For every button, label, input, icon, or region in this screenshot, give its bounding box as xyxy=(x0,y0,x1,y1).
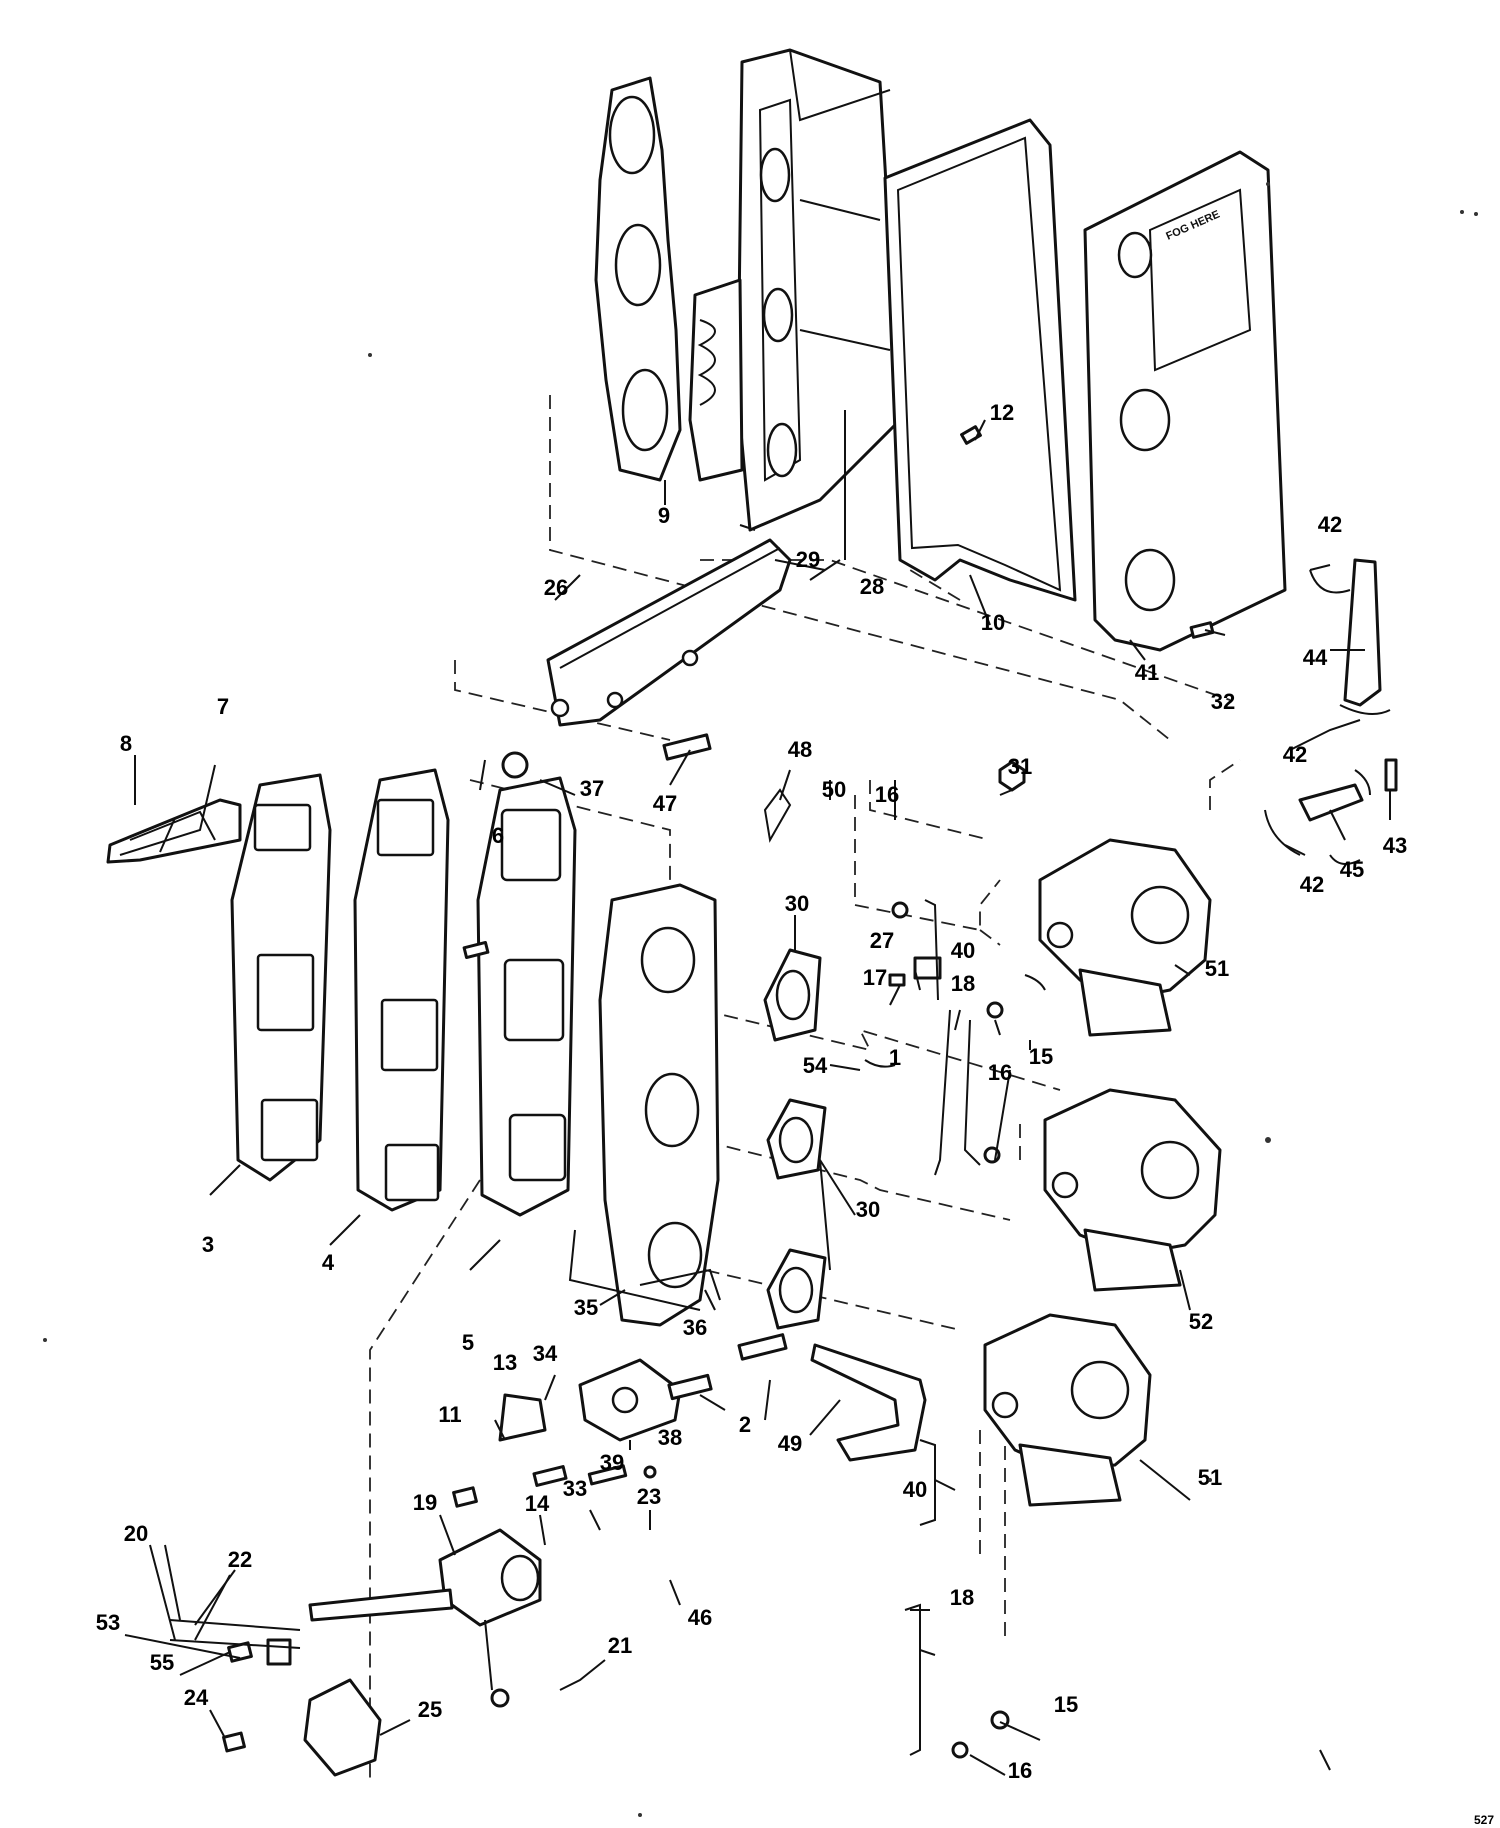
callout-42c: 42 xyxy=(1300,872,1324,897)
flange-gasket-30-top xyxy=(763,948,822,1042)
callout-51b: 51 xyxy=(1198,1465,1222,1490)
callout-48: 48 xyxy=(788,737,812,762)
callout-55: 55 xyxy=(150,1650,174,1675)
callout-9: 9 xyxy=(658,503,670,528)
callout-54: 54 xyxy=(803,1053,828,1078)
callout-15b: 15 xyxy=(1054,1692,1078,1717)
flange-gasket-30-middle xyxy=(766,1098,827,1180)
hose-part-44 xyxy=(1309,558,1391,715)
callout-39: 39 xyxy=(600,1450,624,1475)
carburetor-part-51-top xyxy=(1038,838,1212,1037)
callout-25: 25 xyxy=(418,1697,442,1722)
housing-part-28 xyxy=(688,48,902,532)
callout-11: 11 xyxy=(438,1402,461,1427)
callout-12: 12 xyxy=(990,400,1014,425)
callout-31: 31 xyxy=(1008,754,1032,779)
callout-16b: 16 xyxy=(988,1060,1012,1085)
callout-28: 28 xyxy=(860,574,884,599)
callout-30a: 30 xyxy=(785,891,809,916)
callout-19: 19 xyxy=(413,1490,437,1515)
callout-45: 45 xyxy=(1340,857,1364,882)
callout-32: 32 xyxy=(1211,689,1235,714)
hose-part-49 xyxy=(810,1343,927,1462)
callout-16a: 16 xyxy=(875,782,899,807)
callout-40b: 40 xyxy=(903,1477,927,1502)
callout-14: 14 xyxy=(525,1491,550,1516)
gasket-part-10 xyxy=(883,118,1077,602)
callout-33: 33 xyxy=(563,1476,587,1501)
callout-18a: 18 xyxy=(951,971,975,996)
callout-35: 35 xyxy=(574,1295,598,1320)
callout-4: 4 xyxy=(322,1250,335,1275)
fitting-part-43 xyxy=(1384,758,1398,792)
callout-42b: 42 xyxy=(1283,742,1307,767)
callout-3: 3 xyxy=(202,1232,214,1257)
scan-specks xyxy=(43,182,1478,1817)
reed-block-part-7 xyxy=(106,798,242,864)
callout-37: 37 xyxy=(580,776,604,801)
callout-24: 24 xyxy=(184,1685,209,1710)
cover-part-41: FOG HERE xyxy=(1083,150,1287,652)
callout-21: 21 xyxy=(608,1633,632,1658)
bracket-part-25 xyxy=(303,1678,382,1777)
callout-23: 23 xyxy=(637,1484,661,1509)
callout-2: 2 xyxy=(739,1412,751,1437)
callout-34: 34 xyxy=(533,1341,558,1366)
callout-8: 8 xyxy=(120,731,132,756)
callout-labels: 1 2 3 4 5 6 7 8 9 10 11 12 13 14 15 15 1… xyxy=(96,400,1407,1783)
callout-29: 29 xyxy=(796,547,820,572)
flange-gasket-30-bottom xyxy=(766,1248,827,1330)
leader-lines xyxy=(119,410,1391,1776)
callout-16c: 16 xyxy=(1008,1758,1032,1783)
callout-36: 36 xyxy=(683,1315,707,1340)
callout-41: 41 xyxy=(1135,660,1159,685)
callout-52: 52 xyxy=(1189,1309,1213,1334)
intake-block xyxy=(598,883,721,1327)
callout-1: 1 xyxy=(889,1045,901,1070)
carburetor-part-51-bottom xyxy=(983,1313,1152,1507)
callout-27: 27 xyxy=(870,928,894,953)
callout-40a: 40 xyxy=(951,938,975,963)
callout-30b: 30 xyxy=(856,1197,880,1222)
gasket-part-9 xyxy=(594,76,682,482)
callout-53: 53 xyxy=(96,1610,120,1635)
callout-6: 6 xyxy=(492,823,504,848)
callout-10: 10 xyxy=(981,610,1005,635)
hose-part-45 xyxy=(1264,769,1371,856)
callout-38: 38 xyxy=(658,1425,682,1450)
callout-17: 17 xyxy=(863,965,887,990)
carburetor-part-52 xyxy=(1043,1088,1222,1292)
callout-15a: 15 xyxy=(1029,1044,1053,1069)
bracket-part-13 xyxy=(498,1393,547,1442)
callout-42a: 42 xyxy=(1318,512,1342,537)
callout-51a: 51 xyxy=(1205,956,1229,981)
callout-13: 13 xyxy=(493,1350,517,1375)
corner-code: 527 xyxy=(1474,1813,1494,1827)
callout-7: 7 xyxy=(217,694,229,719)
callout-18b: 18 xyxy=(950,1585,974,1610)
plate-part-3 xyxy=(230,773,332,1182)
callout-43: 43 xyxy=(1383,833,1407,858)
silencer-part-26 xyxy=(546,538,792,727)
callout-5: 5 xyxy=(462,1330,474,1355)
gasket-part-4 xyxy=(353,768,450,1212)
callout-22: 22 xyxy=(228,1547,252,1572)
callout-20: 20 xyxy=(124,1521,148,1546)
callout-50: 50 xyxy=(822,777,846,802)
callout-49: 49 xyxy=(778,1431,802,1456)
callout-47: 47 xyxy=(653,791,677,816)
callout-26: 26 xyxy=(544,575,568,600)
callout-46: 46 xyxy=(688,1605,712,1630)
solenoid-part-19 xyxy=(308,1528,542,1627)
pump-part-39 xyxy=(578,1358,682,1442)
callout-44: 44 xyxy=(1303,645,1328,670)
gasket-part-5 xyxy=(476,776,577,1217)
small-hardware xyxy=(169,425,1361,1759)
